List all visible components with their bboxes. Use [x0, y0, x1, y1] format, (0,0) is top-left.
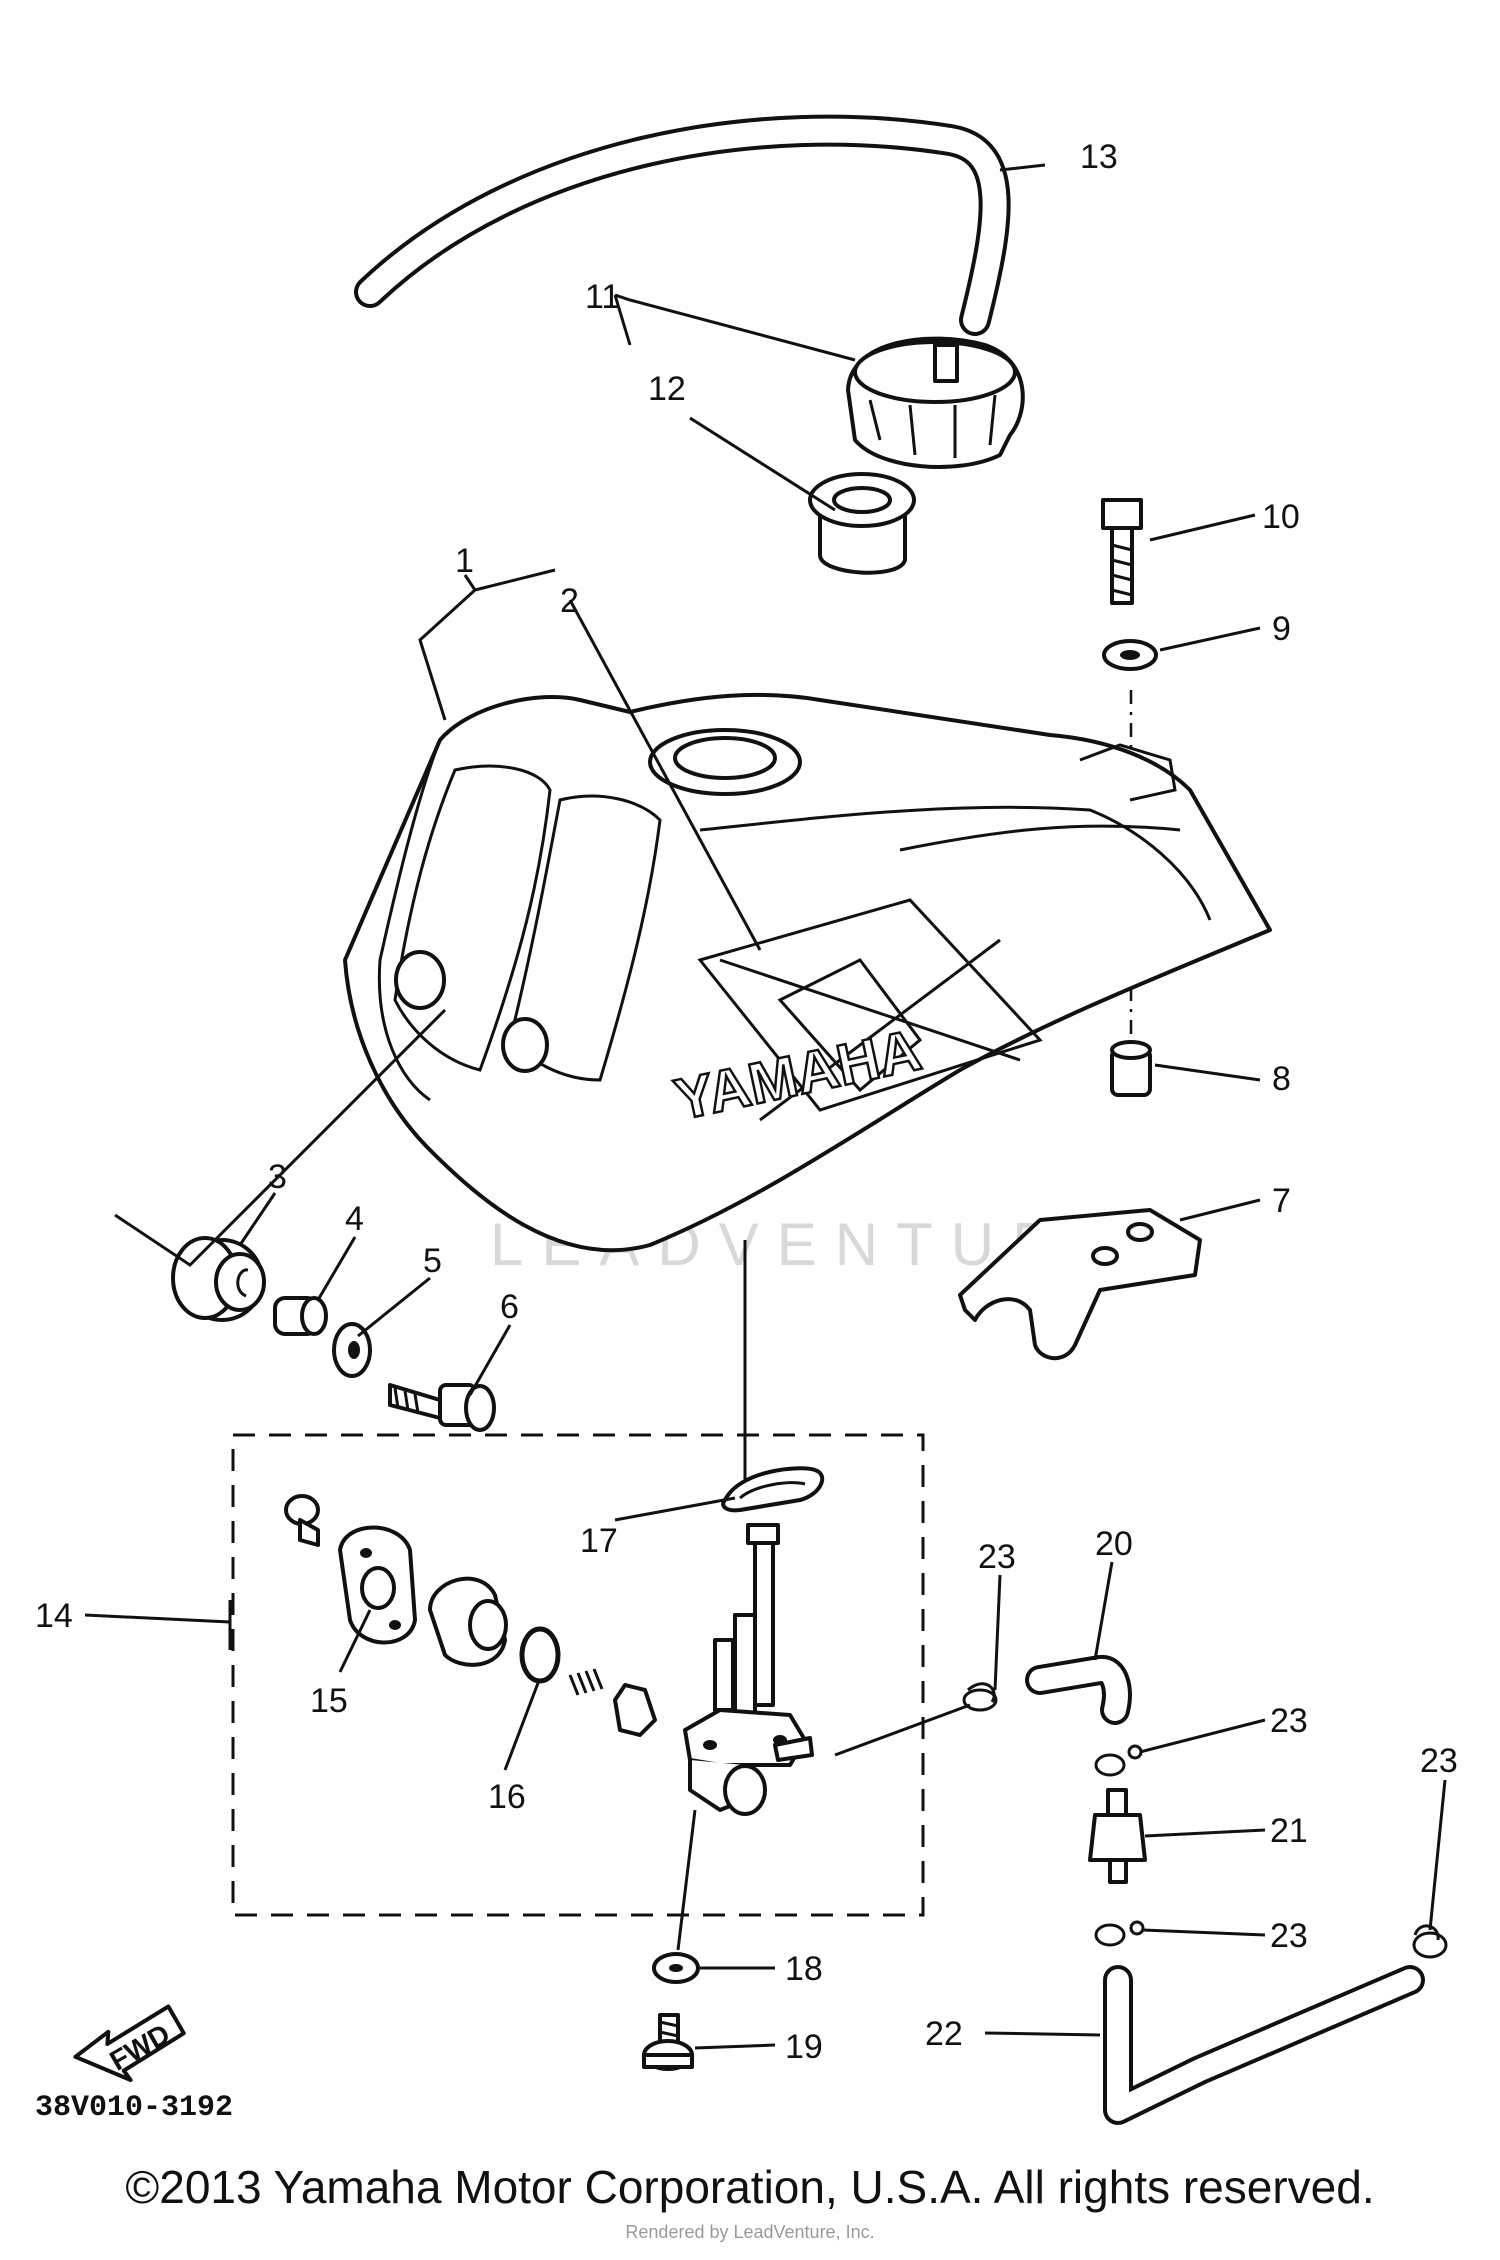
callout-12: 12	[648, 370, 686, 408]
callout-6: 6	[500, 1288, 519, 1326]
callout-15: 15	[310, 1682, 348, 1720]
part-o-ring-16	[519, 1626, 561, 1684]
part-spring	[568, 1668, 604, 1696]
part-clip-23b	[1094, 1744, 1143, 1777]
part-tank-cap	[846, 336, 1025, 469]
part-fuel-cock	[683, 1523, 814, 1816]
part-fuel-filter-21	[1088, 1788, 1147, 1884]
callout-2: 2	[560, 582, 579, 620]
fuel-tank-exploded-diagram: LEADVENTURE	[35, 114, 1458, 2125]
callout-17: 17	[580, 1522, 618, 1560]
part-screw-19	[642, 2013, 694, 2071]
callout-5: 5	[423, 1242, 442, 1280]
part-lever-body	[428, 1576, 508, 1667]
callout-10: 10	[1262, 498, 1300, 536]
copyright-notice: ©2013 Yamaha Motor Corporation, U.S.A. A…	[125, 2161, 1375, 2213]
part-breather-hose	[354, 114, 1011, 336]
callout-23b: 23	[1270, 1702, 1308, 1740]
part-clip-23c	[1094, 1920, 1145, 1947]
forward-direction-arrow: FWD	[73, 2004, 186, 2083]
callout-20: 20	[1095, 1525, 1133, 1563]
part-washer-5	[332, 1322, 372, 1378]
callout-22: 22	[925, 2015, 963, 2053]
callout-7: 7	[1272, 1182, 1291, 1220]
part-bolt-6	[388, 1383, 496, 1432]
part-collar-8	[1110, 1040, 1152, 1097]
callout-21: 21	[1270, 1812, 1308, 1850]
part-plate-15	[284, 1494, 417, 1645]
callout-13: 13	[1080, 138, 1118, 176]
leader-lines	[84, 163, 1447, 2050]
callout-8: 8	[1272, 1060, 1291, 1098]
part-fuel-tank	[343, 692, 1272, 1253]
part-grommet-3	[171, 1236, 266, 1322]
part-bolt-10	[1101, 498, 1143, 605]
diagram-code: 38V010-3192	[35, 2091, 233, 2125]
callout-1: 1	[455, 542, 474, 580]
callout-16: 16	[488, 1778, 526, 1816]
part-clip-23d	[1412, 1924, 1448, 1959]
part-collar-4	[273, 1296, 328, 1336]
callout-23d: 23	[1420, 1742, 1458, 1780]
rendered-by-notice: Rendered by LeadVenture, Inc.	[625, 2222, 875, 2242]
part-valve	[613, 1683, 657, 1737]
callout-18: 18	[785, 1950, 823, 1988]
callout-3: 3	[268, 1158, 287, 1196]
part-fuel-hose-22	[1103, 1965, 1425, 2125]
part-cap-gasket	[808, 472, 916, 575]
callout-19: 19	[785, 2028, 823, 2066]
callout-11: 11	[585, 278, 620, 316]
callout-14: 14	[35, 1597, 73, 1635]
callout-23a: 23	[978, 1538, 1016, 1576]
callout-4: 4	[345, 1200, 364, 1238]
callout-23c: 23	[1270, 1917, 1308, 1955]
assembly-box-14	[231, 1433, 925, 1917]
callout-9: 9	[1272, 610, 1291, 648]
part-washer-9	[1102, 639, 1158, 671]
part-hose-20	[1025, 1655, 1132, 1725]
part-clip-23a	[962, 1682, 998, 1712]
part-bracket-7	[958, 1208, 1202, 1361]
alignment-line-18	[676, 1809, 697, 1951]
part-washer-18	[652, 1952, 700, 1984]
part-gasket-17	[721, 1466, 825, 1513]
